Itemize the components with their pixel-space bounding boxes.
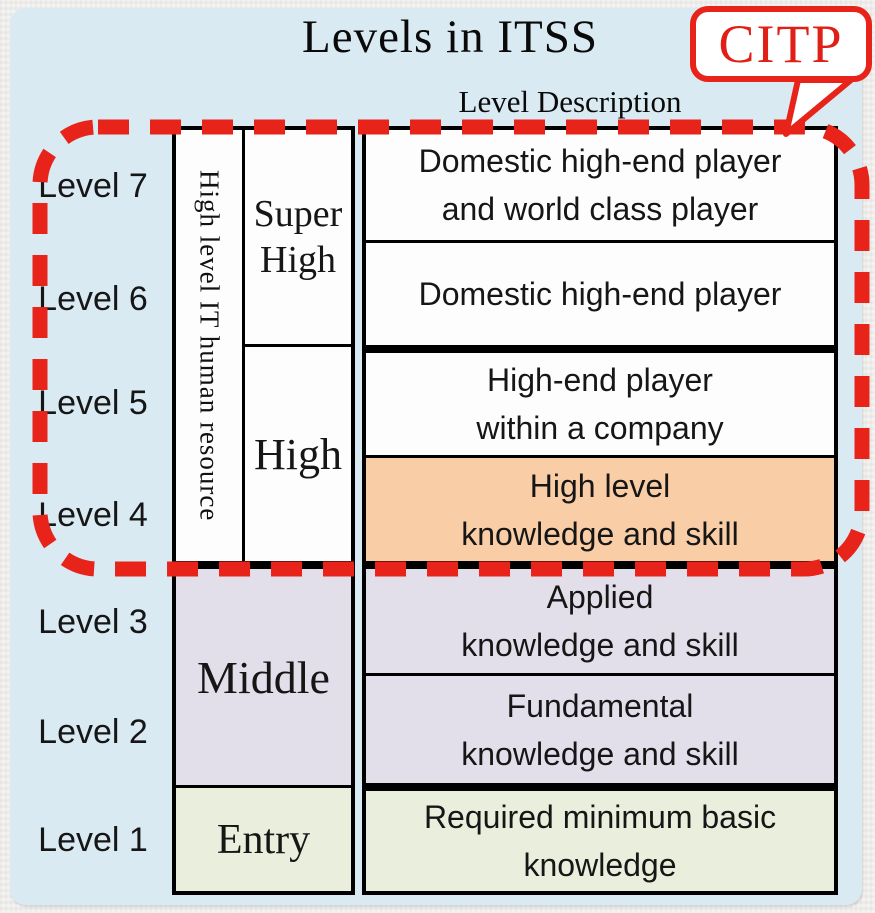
vertical-note: High level IT human resource xyxy=(194,169,225,522)
desc-cell-level4: High level knowledge and skill xyxy=(366,458,834,561)
tier-cell-super-high: Super High xyxy=(245,130,351,344)
level-label-6: Level 6 xyxy=(38,280,148,318)
level-label-2: Level 2 xyxy=(38,713,148,751)
level-label-4: Level 4 xyxy=(38,496,148,534)
desc-cell-level3: Applied knowledge and skill xyxy=(366,569,834,673)
level-label-5: Level 5 xyxy=(38,384,148,422)
description-table-l3-l2: Applied knowledge and skill Fundamental … xyxy=(362,565,838,787)
tier-table-upper: High level IT human resource Super High … xyxy=(172,126,355,565)
level-label-7: Level 7 xyxy=(38,167,148,205)
tier-cell-entry: Entry xyxy=(176,788,351,891)
desc-cell-level6: Domestic high-end player xyxy=(366,243,834,345)
vertical-note-cell: High level IT human resource xyxy=(176,130,242,561)
description-table-l5-l4: High-end player within a company High le… xyxy=(362,349,838,565)
description-column-header: Level Description xyxy=(458,84,682,119)
level-label-3: Level 3 xyxy=(38,603,148,641)
desc-cell-level2: Fundamental knowledge and skill xyxy=(366,676,834,783)
tier-cell-high: High xyxy=(245,347,351,561)
desc-cell-level5: High-end player within a company xyxy=(366,353,834,455)
level-label-1: Level 1 xyxy=(38,821,148,859)
desc-cell-level1: Required minimum basic knowledge xyxy=(366,791,834,891)
description-table-l1: Required minimum basic knowledge xyxy=(362,787,838,895)
page-title: Levels in ITSS xyxy=(302,11,598,63)
description-table-l7-l6: Domestic high-end player and world class… xyxy=(362,126,838,349)
citp-callout: CITP xyxy=(690,6,872,82)
desc-cell-level7: Domestic high-end player and world class… xyxy=(366,130,834,240)
citp-label: CITP xyxy=(718,14,844,74)
tier-cell-middle: Middle xyxy=(176,569,351,785)
tier-table-lower: Middle Entry xyxy=(172,565,355,895)
